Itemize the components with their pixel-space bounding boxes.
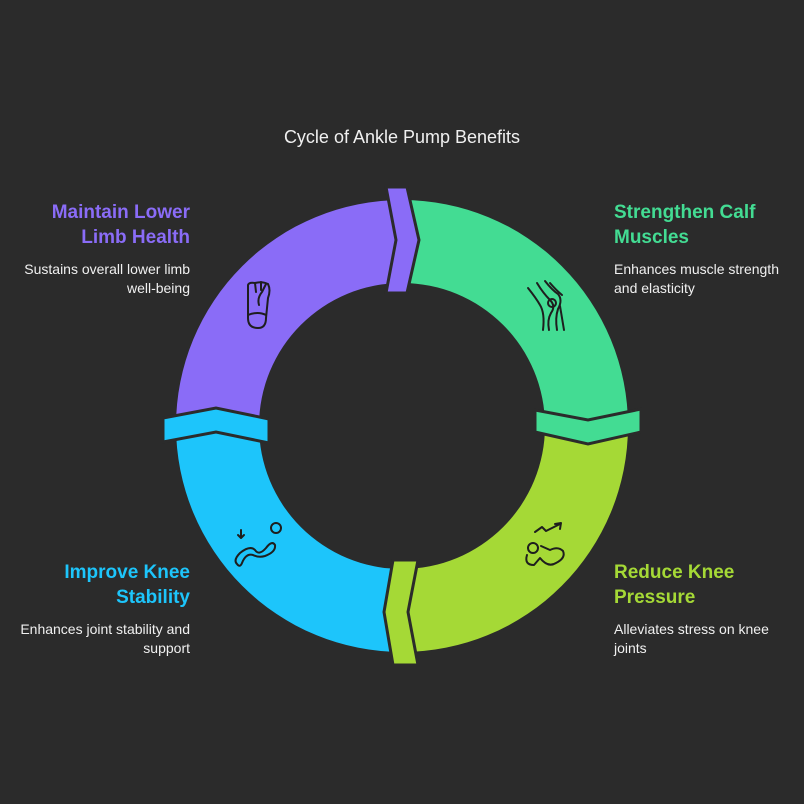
stage-heading: Strengthen Calf Muscles	[614, 202, 756, 248]
flexible-body-icon	[234, 522, 282, 567]
stage-heading: Improve Knee Stability	[64, 562, 190, 608]
segment-strengthen-calf-muscles	[402, 200, 628, 426]
connector-arrow-left	[161, 406, 271, 445]
foot-icon	[247, 281, 271, 329]
stage-description: Enhances muscle strength and elasticity	[614, 261, 779, 296]
stage-description: Enhances joint stability and support	[20, 621, 190, 656]
connector-arrow-top	[384, 185, 421, 295]
knee-joint-icon	[527, 280, 565, 331]
stage-description: Sustains overall lower limb well-being	[24, 261, 190, 296]
stage-strengthen-calf-muscles: Strengthen Calf Muscles Enhances muscle …	[614, 200, 794, 298]
stage-description: Alleviates stress on knee joints	[614, 621, 769, 656]
stage-maintain-lower-limb-health: Maintain Lower Limb Health Sustains over…	[10, 200, 190, 298]
segment-maintain-lower-limb-health	[176, 200, 402, 426]
stage-heading: Maintain Lower Limb Health	[51, 202, 190, 248]
connector-arrow-bottom	[382, 558, 420, 667]
connector-arrow-right	[533, 407, 643, 446]
diagram-title: Cycle of Ankle Pump Benefits	[283, 127, 521, 147]
segment-improve-knee-stability	[176, 426, 402, 652]
segment-reduce-knee-pressure	[402, 426, 628, 652]
relief-trend-icon	[525, 522, 565, 566]
stage-reduce-knee-pressure: Reduce Knee Pressure Alleviates stress o…	[614, 560, 794, 658]
stage-improve-knee-stability: Improve Knee Stability Enhances joint st…	[10, 560, 190, 658]
stage-heading: Reduce Knee Pressure	[614, 562, 735, 608]
